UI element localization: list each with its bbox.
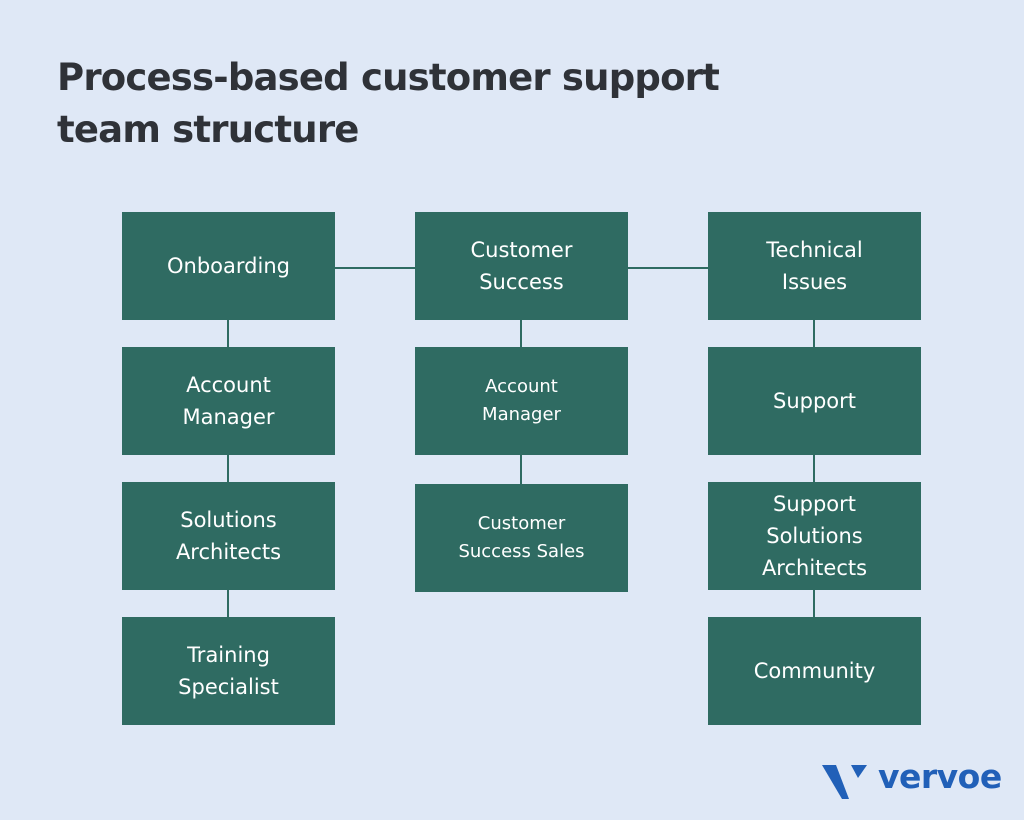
- node-community: Community: [708, 617, 921, 725]
- connector-col2-1: [520, 320, 522, 347]
- node-technical-issues: Technical Issues: [708, 212, 921, 320]
- logo-text: vervoe: [878, 757, 1002, 796]
- node-support-solutions-architects: Support Solutions Architects: [708, 482, 921, 590]
- connector-col3-1: [813, 320, 815, 347]
- connector-col3-2: [813, 455, 815, 482]
- node-cs-account-manager: Account Manager: [415, 347, 628, 455]
- connector-col1-3: [227, 590, 229, 617]
- node-onboarding: Onboarding: [122, 212, 335, 320]
- connector-onboarding-customer-success: [335, 267, 415, 269]
- node-support: Support: [708, 347, 921, 455]
- page-title: Process-based customer support team stru…: [57, 56, 720, 151]
- node-onboarding-account-manager: Account Manager: [122, 347, 335, 455]
- connector-col2-2: [520, 455, 522, 484]
- node-customer-success-sales: Customer Success Sales: [415, 484, 628, 592]
- vervoe-v-icon: [822, 765, 867, 799]
- vervoe-logo: vervoe: [822, 757, 1002, 800]
- connector-col1-1: [227, 320, 229, 347]
- node-training-specialist: Training Specialist: [122, 617, 335, 725]
- connector-col1-2: [227, 455, 229, 482]
- connector-customer-success-technical-issues: [628, 267, 708, 269]
- node-customer-success: Customer Success: [415, 212, 628, 320]
- connector-col3-3: [813, 590, 815, 617]
- node-solutions-architects: Solutions Architects: [122, 482, 335, 590]
